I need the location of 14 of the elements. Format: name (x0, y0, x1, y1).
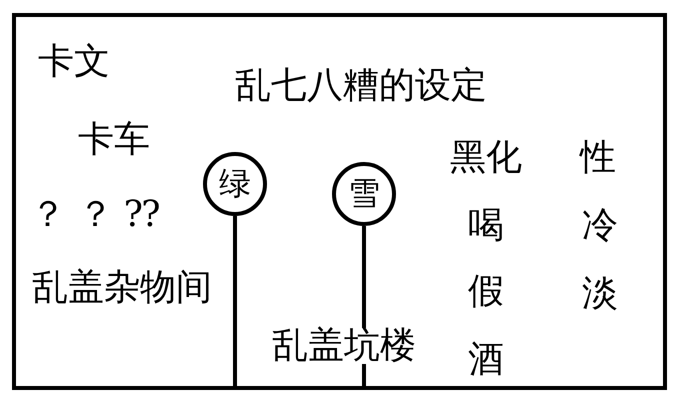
text-label: 假 (468, 274, 504, 310)
text-label: 冷 (582, 208, 618, 244)
text-label: 喝 (468, 208, 504, 244)
text-label: 性 (580, 140, 616, 176)
text-label: 乱盖坑楼 (272, 328, 416, 364)
circle-marker: 雪 (332, 162, 396, 226)
text-label: 卡文 (38, 44, 110, 80)
text-label: 卡车 (78, 122, 150, 158)
pin-stem-line (233, 216, 237, 386)
text-label: 乱七八糟的设定 (235, 68, 487, 104)
text-label: 黑化 (450, 140, 522, 176)
circle-marker: 绿 (203, 152, 267, 216)
text-label: 酒 (468, 342, 504, 378)
text-label: 淡 (582, 276, 618, 312)
